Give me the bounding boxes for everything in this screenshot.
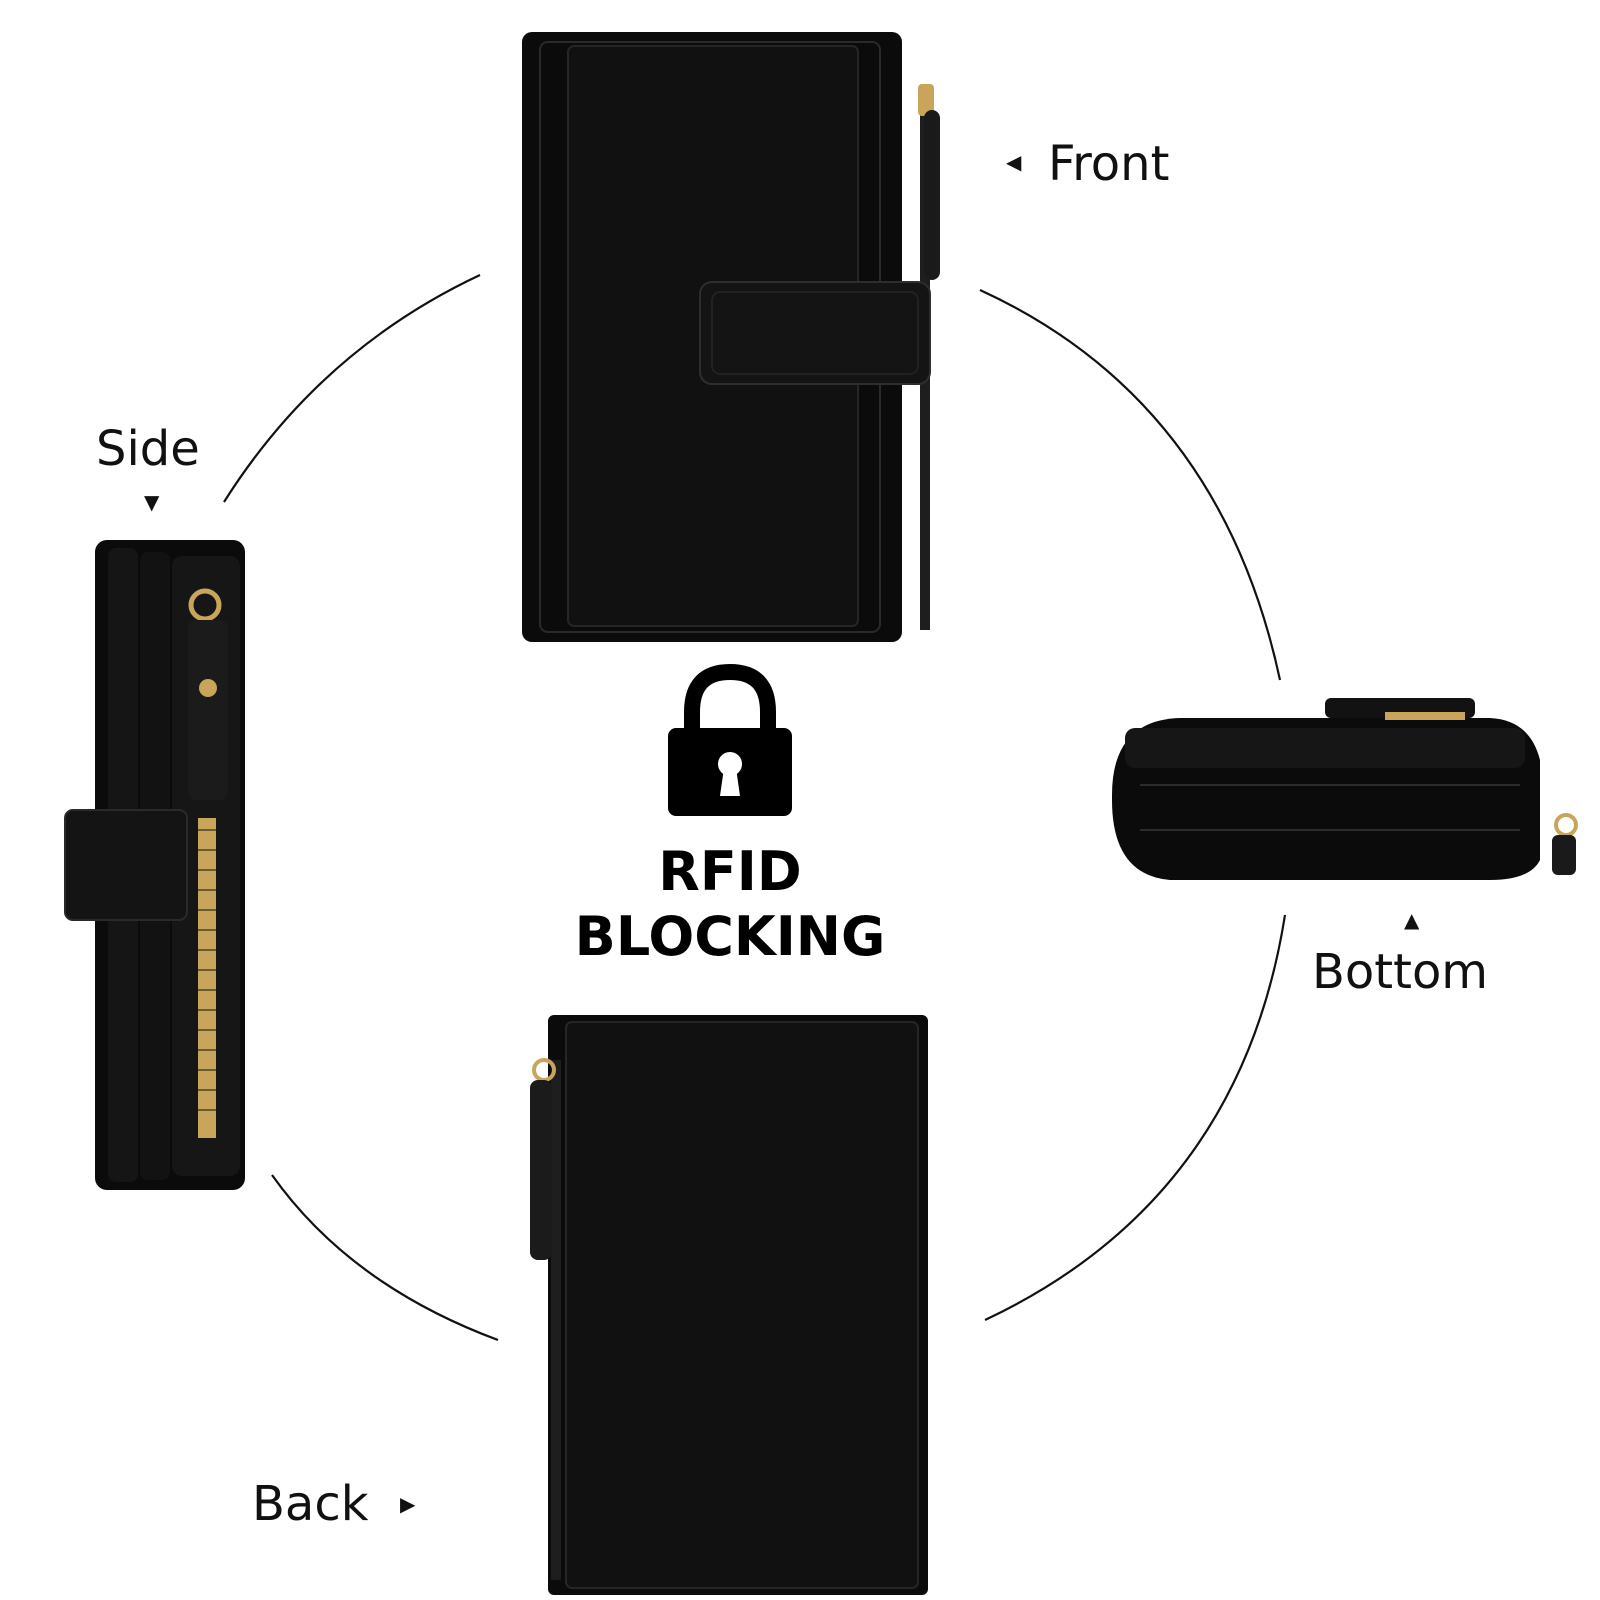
rfid-line-1: RFID — [658, 840, 802, 903]
arc-bottom-right — [984, 914, 1287, 1321]
wallet-bottom-view — [1112, 698, 1578, 880]
padlock-icon — [668, 663, 792, 816]
wallet-front-view — [522, 32, 940, 642]
back-arrow-icon: ▶ — [400, 1492, 416, 1516]
wallet-back-view — [530, 1015, 928, 1595]
front-arrow-icon: ◀ — [1006, 150, 1022, 174]
label-side: Side — [96, 421, 200, 477]
label-bottom: Bottom — [1312, 944, 1489, 1000]
bottom-arrow-icon: ▲ — [1404, 908, 1420, 932]
label-back: Back — [252, 1476, 369, 1532]
guide-arcs — [223, 274, 1287, 1342]
label-front: Front — [1048, 136, 1170, 192]
arc-top-right — [979, 289, 1282, 681]
arc-bottom-left — [271, 1174, 499, 1342]
arc-top-left — [223, 274, 481, 503]
side-arrow-icon: ▼ — [144, 490, 160, 514]
wallet-side-view — [64, 540, 245, 1190]
rfid-line-2: BLOCKING — [574, 905, 886, 968]
